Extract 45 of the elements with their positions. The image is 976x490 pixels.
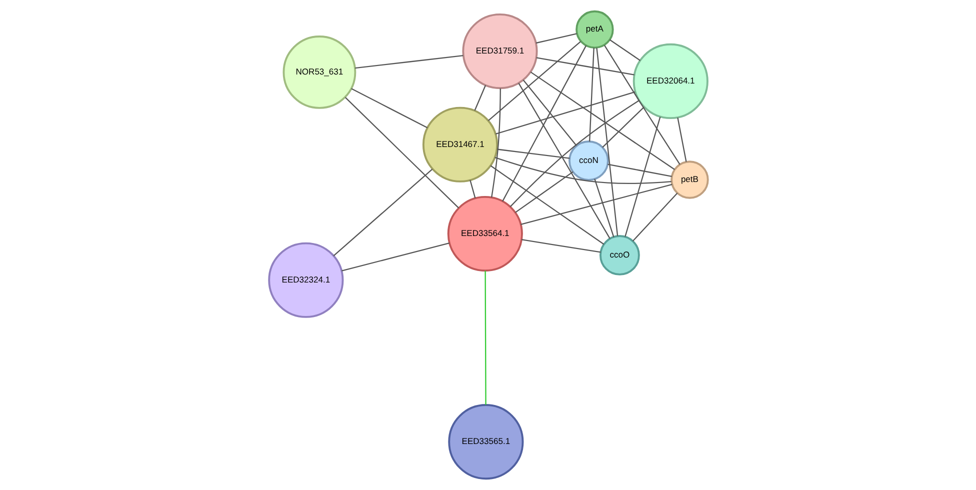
node-circle: ccoO	[599, 235, 640, 276]
connector	[520, 239, 600, 253]
node-circle: EED32324.1	[268, 242, 344, 318]
node-circle: EED33564.1	[446, 196, 522, 272]
node-circle: EED31759.1	[462, 14, 538, 90]
node-circle: EED33565.1	[448, 404, 524, 480]
connector	[607, 164, 672, 177]
connector	[502, 45, 586, 202]
connector	[488, 41, 580, 121]
connector	[588, 48, 594, 142]
connector	[518, 82, 610, 239]
connector	[332, 168, 432, 256]
connector	[344, 97, 459, 208]
connector	[594, 178, 614, 238]
connector	[469, 180, 476, 198]
connector	[530, 72, 674, 170]
connector	[509, 100, 640, 208]
node-circle: petB	[670, 160, 708, 199]
connector	[520, 184, 672, 225]
connector	[535, 33, 576, 44]
node-circle: EED31467.1	[422, 106, 498, 182]
node-circle: ccoN	[568, 140, 608, 181]
connector	[596, 48, 618, 236]
connector	[603, 44, 680, 165]
connector	[484, 270, 486, 405]
connector	[624, 116, 660, 237]
node-circle: EED32064.1	[632, 43, 708, 119]
connector	[341, 242, 450, 272]
connector	[676, 118, 686, 162]
connector	[494, 156, 671, 184]
connector	[350, 88, 428, 128]
connector	[536, 57, 634, 76]
connector	[514, 171, 573, 213]
connector	[632, 192, 678, 242]
connector	[495, 91, 635, 134]
connector	[602, 106, 644, 148]
connector	[490, 88, 500, 198]
node-circle: petA	[575, 10, 614, 49]
connector	[608, 39, 640, 61]
connector	[522, 80, 576, 146]
connector	[496, 148, 570, 159]
connector	[474, 85, 486, 111]
node-circle: NOR53_631	[282, 36, 356, 109]
connector	[354, 54, 463, 69]
connector	[490, 165, 604, 245]
